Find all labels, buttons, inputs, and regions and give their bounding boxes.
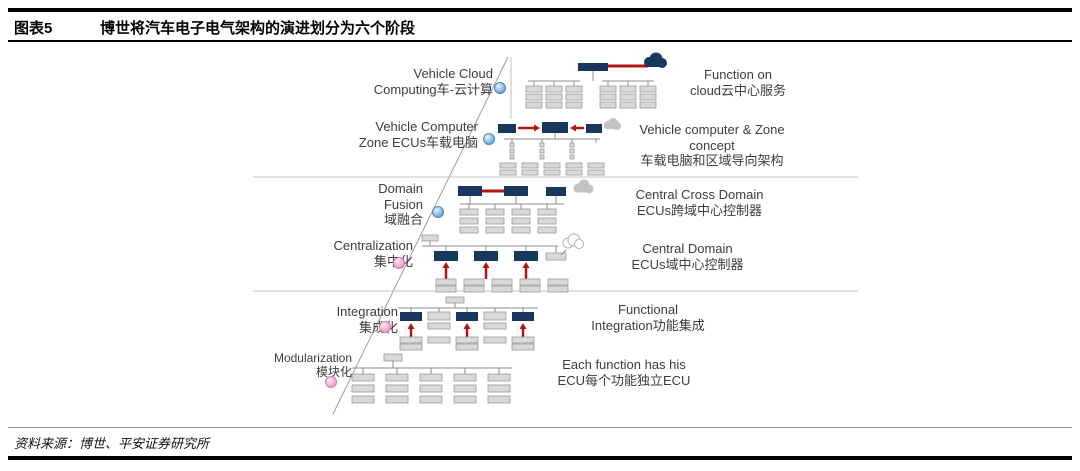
- stage-right-label-vehicle-computer: Vehicle computer & Zone concept 车载电脑和区域导…: [639, 122, 785, 169]
- stage-dot-centralization: [393, 257, 405, 269]
- stage-dot-domain-fusion: [432, 206, 444, 218]
- modularization-schematic: [351, 353, 512, 404]
- top-rule: [8, 8, 1072, 12]
- cloud-icon: [644, 52, 667, 68]
- vehicle-computer-schematic: [498, 118, 621, 176]
- source-note: 资料来源：博世、平安证券研究所: [14, 436, 210, 451]
- stage-left-label-vehicle-cloud-computing: Vehicle Cloud Computing车-云计算: [373, 66, 493, 97]
- vehicle-cloud-schematic: [525, 52, 667, 109]
- stage-dot-modularization: [325, 376, 337, 388]
- domain-fusion-schematic: [458, 179, 594, 234]
- central-computer-box: [578, 63, 608, 71]
- central-computer-box: [542, 122, 568, 133]
- stage-right-label-centralization: Central Domain ECUs域中心控制器: [631, 241, 744, 272]
- figure-title: 博世将汽车电子电气架构的演进划分为六个阶段: [100, 20, 416, 37]
- centralization-schematic: [421, 233, 584, 293]
- integration-schematic: [398, 296, 538, 351]
- stage-right-label-vehicle-cloud-computing: Function on cloud云中心服务: [689, 67, 787, 98]
- stage-dot-vehicle-cloud-computing: [494, 82, 506, 94]
- source-divider: [8, 427, 1072, 428]
- stage-right-label-domain-fusion: Central Cross Domain ECUs跨域中心控制器: [635, 187, 764, 218]
- stage-left-label-domain-fusion: Domain Fusion 域融合: [378, 181, 423, 228]
- stage-dot-vehicle-computer: [483, 133, 495, 145]
- figure-number: 图表5: [14, 20, 53, 37]
- cloud-icon: [573, 179, 594, 194]
- stage-right-label-modularization: Each function has his ECU每个功能独立ECU: [557, 357, 691, 388]
- sketch-cloud-icon: [562, 233, 584, 249]
- bottom-rule: [8, 456, 1072, 460]
- stage-dot-integration: [379, 321, 391, 333]
- cloud-icon: [604, 118, 621, 130]
- title-underline: [8, 40, 1072, 42]
- stage-left-label-vehicle-computer: Vehicle Computer Zone ECUs车载电脑: [358, 119, 478, 150]
- stage-right-label-integration: Functional Integration功能集成: [591, 302, 705, 333]
- stage-left-label-modularization: Modularization 模块化: [273, 351, 352, 380]
